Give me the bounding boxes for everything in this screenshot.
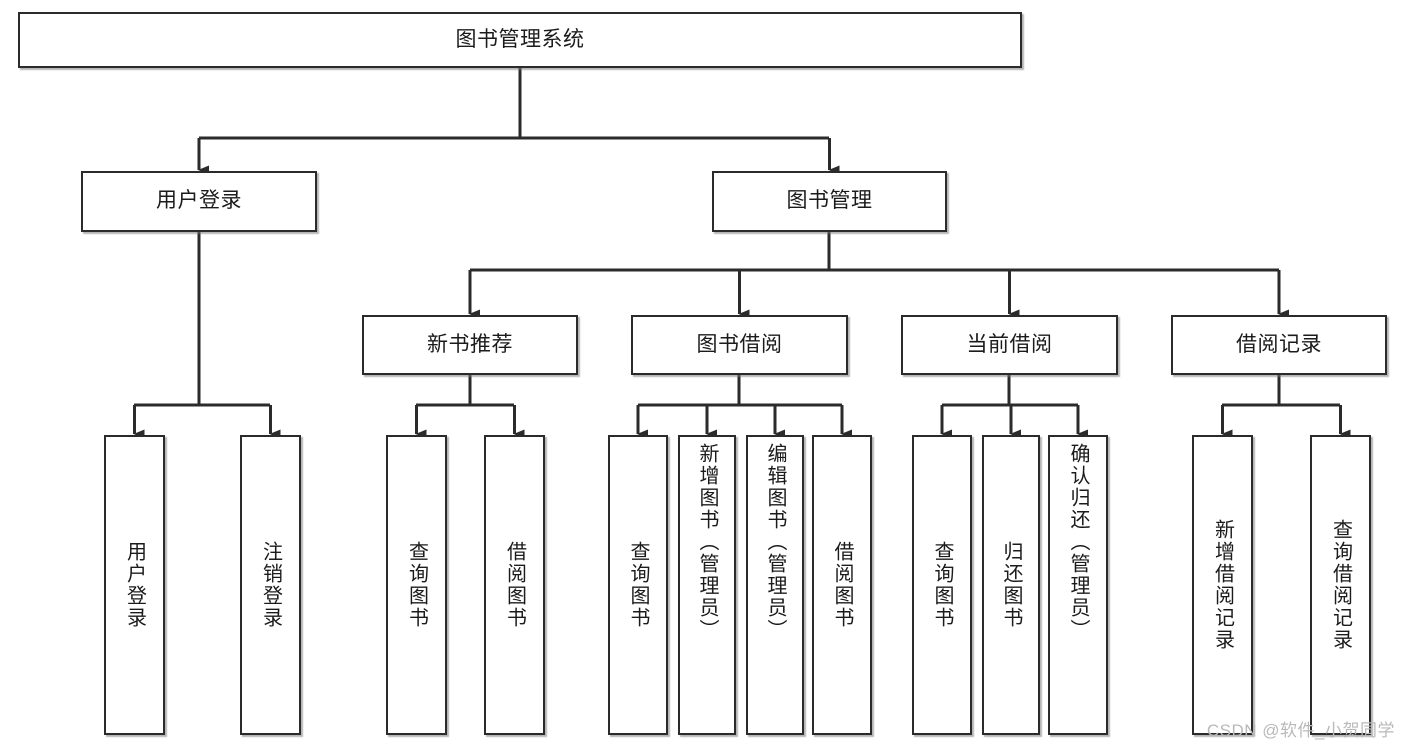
connector-group [133, 68, 1351, 439]
node-label: 归还图书 [1000, 541, 1022, 629]
node-label: 借阅图书 [503, 541, 526, 629]
watermark-text: CSDN @软件_小贺同学 [1206, 721, 1395, 740]
node-user-login[interactable]: 用户登录 [81, 171, 317, 232]
node-leaf-logout[interactable]: 注销登录 [240, 435, 301, 735]
node-leaf-borrow-book-1[interactable]: 借阅图书 [484, 435, 545, 735]
node-label: 注销登录 [259, 541, 282, 629]
node-borrow-record[interactable]: 借阅记录 [1171, 315, 1387, 375]
node-current-borrow[interactable]: 当前借阅 [901, 315, 1118, 375]
node-leaf-query-book-3[interactable]: 查询图书 [912, 435, 972, 735]
node-leaf-edit-book[interactable]: 编辑图书（管理员） [746, 435, 804, 735]
node-label: 借阅记录 [1236, 332, 1322, 356]
node-leaf-borrow-book-2[interactable]: 借阅图书 [812, 435, 872, 735]
node-leaf-query-record[interactable]: 查询借阅记录 [1310, 435, 1371, 735]
node-book-manage[interactable]: 图书管理 [712, 171, 947, 232]
node-label: 查询图书 [931, 541, 953, 629]
node-label: 编辑图书（管理员） [764, 443, 786, 641]
node-leaf-user-login[interactable]: 用户登录 [104, 435, 165, 735]
node-label: 用户登录 [156, 189, 242, 213]
node-label: 借阅图书 [831, 541, 853, 629]
node-root[interactable]: 图书管理系统 [18, 12, 1022, 68]
node-label: 当前借阅 [966, 332, 1053, 356]
node-leaf-confirm-return[interactable]: 确认归还（管理员） [1048, 435, 1108, 735]
node-leaf-query-book-2[interactable]: 查询图书 [608, 435, 668, 735]
node-label: 新增图书（管理员） [696, 443, 718, 641]
node-label: 查询图书 [405, 541, 428, 629]
node-label: 图书管理 [786, 189, 873, 213]
node-label: 确认归还（管理员） [1067, 443, 1089, 641]
node-book-borrow[interactable]: 图书借阅 [631, 315, 848, 375]
node-new-book-rec[interactable]: 新书推荐 [362, 315, 578, 375]
node-label: 新增借阅记录 [1211, 519, 1234, 651]
node-leaf-query-book-1[interactable]: 查询图书 [386, 435, 447, 735]
node-label: 新书推荐 [427, 332, 513, 356]
node-label: 查询借阅记录 [1329, 519, 1352, 651]
node-leaf-add-record[interactable]: 新增借阅记录 [1192, 435, 1253, 735]
node-label: 图书管理系统 [455, 27, 585, 51]
node-leaf-add-book[interactable]: 新增图书（管理员） [678, 435, 736, 735]
node-label: 查询图书 [627, 541, 649, 629]
node-label: 用户登录 [123, 541, 146, 629]
node-leaf-return-book[interactable]: 归还图书 [982, 435, 1040, 735]
node-label: 图书借阅 [696, 332, 783, 356]
